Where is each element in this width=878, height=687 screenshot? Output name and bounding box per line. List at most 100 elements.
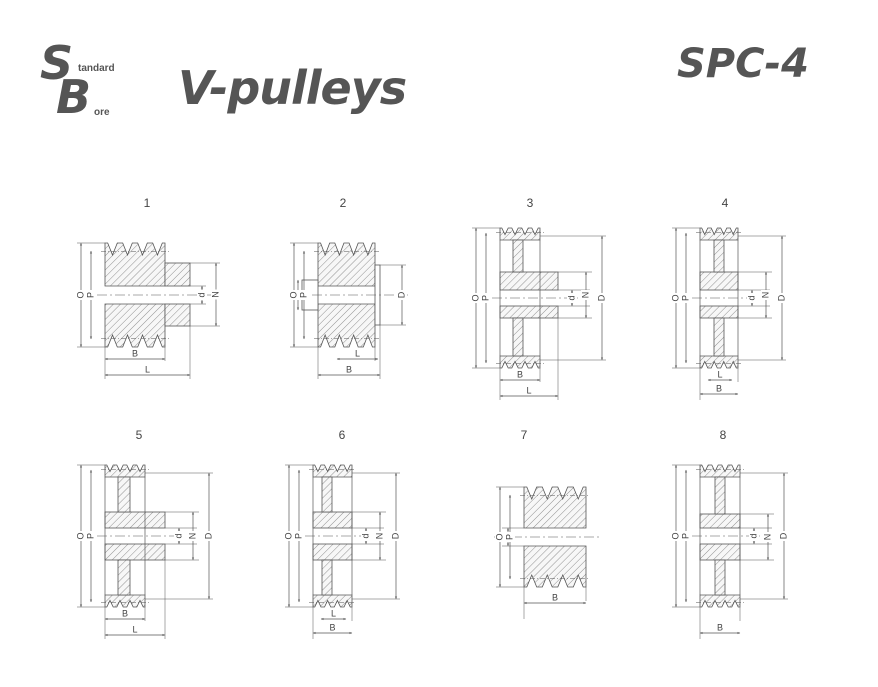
web-top [714,476,726,515]
dim-O-label: O [75,532,85,539]
dim-B-bg [715,624,725,632]
dim-N-label: N [374,533,384,540]
dim-O-label: O [288,291,298,298]
figure-number: 5 [136,428,143,442]
rim-bottom [699,355,739,369]
dim-B-label: B [716,383,722,393]
rim-bottom [312,594,353,608]
body-bottom [104,303,166,348]
hub-top [104,511,166,529]
dim-O-bg [671,531,681,541]
dim-P-label: P [680,533,690,539]
web-top [321,476,333,513]
body-top [317,242,376,287]
dim-P-bg [681,531,691,541]
dim-P-bg [299,290,309,300]
sb-logo: S tandard B ore [38,40,158,125]
dim-N-label: N [210,291,220,298]
dim-L-bg [352,350,363,358]
dim-P-label: P [504,534,514,540]
dim-P-label: P [85,292,95,298]
dim-L-label: L [717,369,722,379]
hub-top [699,513,741,529]
dim-D-label: D [778,532,788,539]
logo-text-ore: ore [94,107,110,118]
dim-B-bg [130,350,140,358]
dim-O-label: O [670,294,680,301]
body-top [104,242,166,287]
hub-bottom [699,543,741,561]
figure-number: 8 [720,428,727,442]
figure-number: 1 [144,196,151,210]
rim-bottom [699,594,741,608]
rim-top [699,464,741,478]
dim-D-label: D [396,291,406,298]
dim-D-label: D [390,532,400,539]
web-bottom [117,559,131,596]
dim-P-label: P [298,292,308,298]
dim-d-label: d [196,292,206,297]
web-top [117,476,131,513]
dim-B-bg [120,610,130,618]
dim-d-label: d [746,295,756,300]
dim-P-label: P [480,295,490,301]
page-title: V-pulleys [178,61,407,115]
dim-N-bg [763,532,773,542]
dim-O-bg [76,290,86,300]
dim-d-bg [567,293,577,303]
dim-D-bg [204,531,214,541]
dim-L-bg [328,610,339,618]
dim-O-bg [284,531,294,541]
dim-D-bg [777,293,787,303]
rim-top [312,464,353,478]
dim-B-label: B [517,369,523,379]
dim-L-label: L [526,385,531,395]
dim-P-bg [481,293,491,303]
web-top [512,239,524,273]
dim-B-label: B [132,348,138,358]
dim-B-bg [550,594,560,602]
dim-P-label: P [85,533,95,539]
dim-N-label: N [762,534,772,541]
dim-N-bg [188,531,198,541]
dim-d-bg [749,531,759,541]
dim-O-bg [671,293,681,303]
dim-N-bg [211,289,221,300]
dim-B-bg [344,366,354,374]
dim-d-label: d [748,533,758,538]
dim-d-label: d [173,533,183,538]
web-top [713,239,725,273]
figure-2: 2DdOPLB [288,196,408,379]
dim-N-label: N [187,533,197,540]
dim-D-label: D [776,294,786,301]
dim-B-label: B [552,592,558,602]
dim-P-label: P [293,533,303,539]
dim-B-label: B [122,608,128,618]
dim-L-label: L [132,624,137,634]
figure-number: 3 [527,196,534,210]
dim-P-bg [505,532,515,542]
hub-top [312,511,353,529]
dim-O-bg [495,532,505,542]
dim-L-bg [524,387,534,395]
dim-N-bg [375,531,385,541]
rim-top [699,227,739,241]
figure-7: 7dOPB [494,428,602,619]
dim-D-bg [597,293,607,303]
dim-D-label: D [203,532,213,539]
figure-number: 6 [339,428,346,442]
dim-D-bg [391,531,401,541]
dim-B-label: B [717,622,723,632]
dim-P-bg [681,293,691,303]
dim-L-label: L [355,348,360,358]
dim-O-label: O [494,533,504,540]
body-bottom [317,303,376,348]
dim-N-label: N [580,292,590,299]
dim-B-label: B [329,622,335,632]
header: S tandard B ore V-pulleys SPC-4 [0,0,878,140]
